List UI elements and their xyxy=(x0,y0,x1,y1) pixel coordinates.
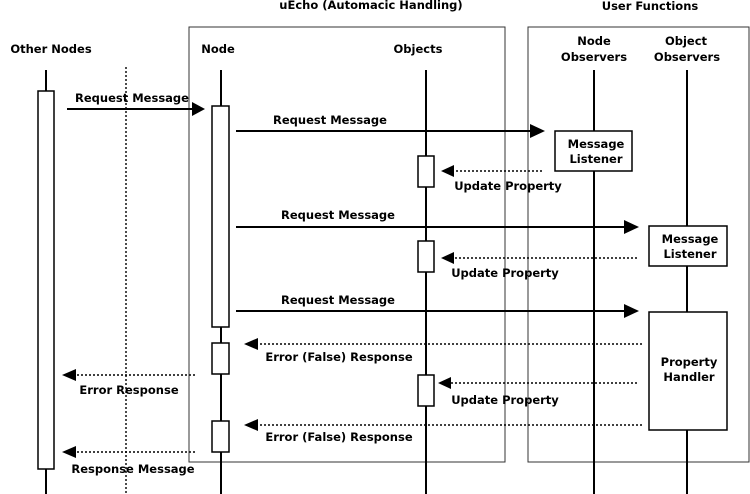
request-message-2-arrowhead xyxy=(530,124,545,138)
activation-objects-1 xyxy=(417,155,435,188)
activation-objects-2 xyxy=(417,240,435,273)
activation-other-nodes xyxy=(37,90,55,470)
response-message-arrowhead xyxy=(62,446,76,458)
error-false-response-2-label: Error (False) Response xyxy=(265,430,412,444)
message-listener-2-line2: Listener xyxy=(663,247,716,261)
error-false-response-1-label: Error (False) Response xyxy=(265,350,412,364)
request-message-3-label: Request Message xyxy=(281,208,395,222)
update-property-1-label: Update Property xyxy=(454,179,562,193)
activation-node-3 xyxy=(211,420,230,453)
property-handler-line2: Handler xyxy=(663,370,715,384)
message-listener-1-line2: Listener xyxy=(569,152,622,166)
update-property-2-label: Update Property xyxy=(451,266,559,280)
activation-objects-3 xyxy=(417,374,435,407)
update-property-2-arrowhead xyxy=(441,252,454,264)
request-message-4-label: Request Message xyxy=(281,293,395,307)
error-false-response-2-arrowhead xyxy=(244,419,258,431)
property-handler-line1: Property xyxy=(661,355,718,369)
request-message-4-arrowhead xyxy=(624,304,639,318)
lifeline-title-object-observers-line1: Object xyxy=(665,34,708,48)
update-property-3-arrowhead xyxy=(438,377,451,389)
uecho-group-frame xyxy=(188,26,506,463)
request-message-3-arrowhead xyxy=(624,220,639,234)
lifeline-title-other-nodes: Other Nodes xyxy=(10,42,91,56)
error-response-arrowhead xyxy=(62,369,76,381)
lifeline-title-objects: Objects xyxy=(394,42,443,56)
uecho-group-title: uEcho (Automacic Handling) xyxy=(279,0,462,12)
request-message-1-arrowhead xyxy=(192,102,205,116)
lifeline-title-node-observers-line2: Observers xyxy=(561,50,627,64)
user-functions-group-frame xyxy=(527,26,750,463)
request-message-1-label: Request Message xyxy=(75,91,189,105)
response-message-label: Response Message xyxy=(71,462,194,476)
message-listener-2-line1: Message xyxy=(662,232,719,246)
request-message-2-label: Request Message xyxy=(273,113,387,127)
activation-node-1 xyxy=(211,105,230,328)
error-response-label: Error Response xyxy=(79,383,178,397)
message-listener-box-2 xyxy=(648,225,728,267)
activation-node-2 xyxy=(211,342,230,375)
user-functions-group-title: User Functions xyxy=(602,0,699,13)
lifeline-title-node: Node xyxy=(201,42,235,56)
update-property-1-arrowhead xyxy=(441,165,454,177)
message-listener-1-line1: Message xyxy=(568,137,625,151)
message-listener-box-1 xyxy=(554,130,633,172)
lifeline-title-node-observers-line1: Node xyxy=(577,34,611,48)
error-false-response-1-arrowhead xyxy=(244,338,258,350)
update-property-3-label: Update Property xyxy=(451,393,559,407)
lifeline-title-object-observers-line2: Observers xyxy=(654,50,720,64)
property-handler-box xyxy=(648,311,728,431)
